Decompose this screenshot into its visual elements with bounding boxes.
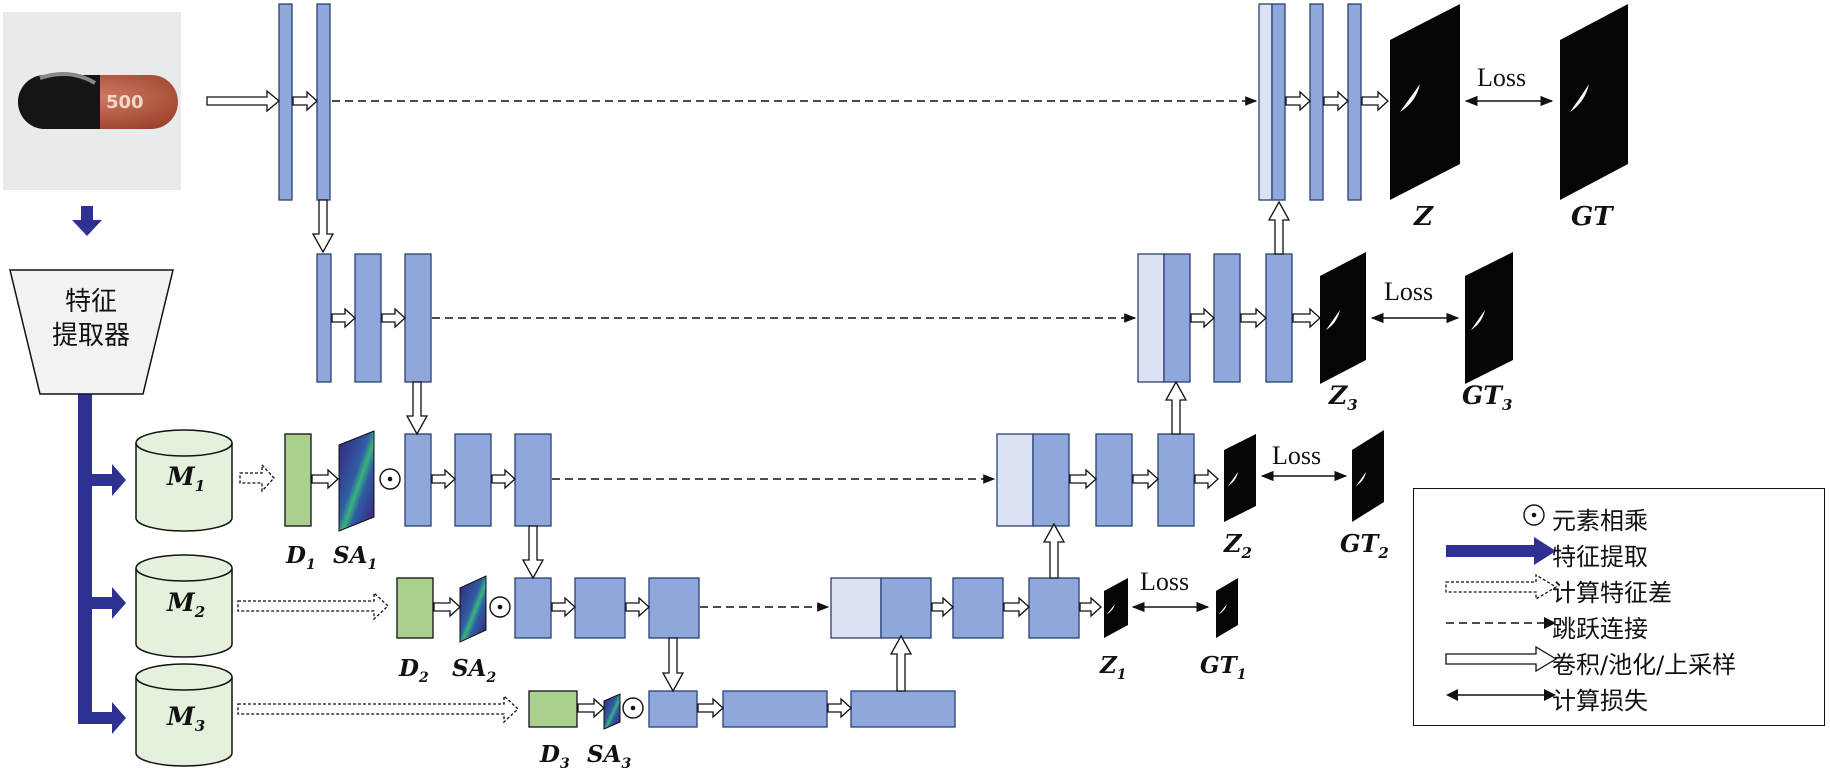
gt-label-0: GT: [1571, 202, 1614, 232]
memory-label-3: M3: [166, 702, 205, 735]
legend-row-difference: 计算特征差: [1414, 571, 1824, 607]
pred-label-2: Z2: [1223, 529, 1252, 562]
loss-label-0: Loss: [1477, 63, 1526, 92]
dashed-arrow-icon: [1446, 617, 1556, 629]
memory-bank-1: [135, 429, 233, 532]
legend-label: 特征提取: [1552, 543, 1648, 571]
legend-row-loss: 计算损失: [1414, 679, 1824, 715]
hadamard-2-icon: [489, 596, 511, 618]
diff-map-3: [528, 690, 578, 728]
diff-arrow-3-icon: [237, 694, 519, 724]
gt-label-3: GT3: [1462, 381, 1512, 414]
legend-row-conv: 卷积/池化/上采样: [1414, 643, 1824, 679]
legend: 元素相乘 特征提取 计算特征差 跳跃连接 卷积/池化/上采样 计算损失: [1413, 488, 1825, 726]
loss-label-1: Loss: [1140, 567, 1189, 596]
legend-row-feature: 特征提取: [1414, 535, 1824, 571]
capsule-photo: 500: [3, 12, 181, 190]
diff-map-1: [284, 433, 312, 527]
hadamard-3-icon: [622, 697, 644, 719]
capsule-print: 500: [106, 92, 144, 113]
loss-label-3: Loss: [1384, 277, 1433, 306]
dotted-arrow-icon: [1445, 573, 1558, 601]
attention-map-2: [459, 575, 487, 643]
diff-label-1: D1: [285, 542, 316, 573]
feature-arrow-m1-icon: [92, 464, 126, 496]
memory-label-1: M1: [166, 462, 205, 495]
hadamard-1-icon: [379, 468, 401, 490]
attention-label-1: SA1: [333, 542, 377, 573]
legend-row-hadamard: 元素相乘: [1414, 499, 1824, 535]
legend-label: 计算损失: [1552, 687, 1648, 715]
legend-label: 跳跃连接: [1552, 615, 1648, 643]
feature-arrow-down-icon: [72, 206, 102, 236]
hollow-arrow-icon: [1445, 645, 1558, 673]
attention-map-3: [603, 693, 621, 730]
feature-arrow-m2-icon: [92, 587, 126, 619]
solid-blue-arrow-icon: [1446, 537, 1556, 565]
hadamard-product-icon: [1523, 504, 1545, 526]
loss-label-2: Loss: [1272, 441, 1321, 470]
feature-trunk: [72, 206, 126, 734]
memory-label-2: M2: [166, 588, 205, 621]
skip-connections: [332, 96, 1258, 612]
extractor-line2: 提取器: [52, 321, 130, 351]
legend-row-skip: 跳跃连接: [1414, 607, 1824, 643]
extractor-line1: 特征: [65, 287, 117, 317]
diff-arrow-1-icon: [239, 463, 275, 493]
attention-map-1: [338, 430, 375, 532]
diff-arrow-2-icon: [237, 591, 389, 621]
output-masks: [1104, 4, 1628, 638]
feature-extractor: 特征 提取器: [9, 269, 174, 395]
pred-label-3: Z3: [1328, 381, 1358, 414]
legend-label: 计算特征差: [1552, 579, 1672, 607]
unet-blocks: [278, 3, 1362, 728]
attention-label-3: SA3: [587, 741, 631, 771]
diff-label-3: D3: [539, 741, 570, 771]
gt-label-2: GT2: [1340, 529, 1389, 562]
pred-label-1: Z1: [1099, 652, 1127, 683]
conv-arrows: [206, 89, 1389, 719]
diff-map-2: [396, 577, 434, 639]
double-arrow-icon: [1446, 689, 1556, 701]
sampling-arrows: [311, 199, 1291, 693]
memory-bank-2: [135, 554, 233, 658]
memory-bank-3: [135, 663, 233, 767]
pred-label-0: Z: [1413, 202, 1434, 232]
loss-arrows: [1131, 95, 1554, 613]
gt-label-1: GT1: [1200, 652, 1247, 683]
legend-label: 元素相乘: [1552, 507, 1648, 535]
attention-label-2: SA2: [452, 655, 496, 686]
legend-label: 卷积/池化/上采样: [1552, 651, 1737, 679]
diff-label-2: D2: [398, 655, 429, 686]
feature-arrow-m3-icon: [92, 702, 126, 734]
